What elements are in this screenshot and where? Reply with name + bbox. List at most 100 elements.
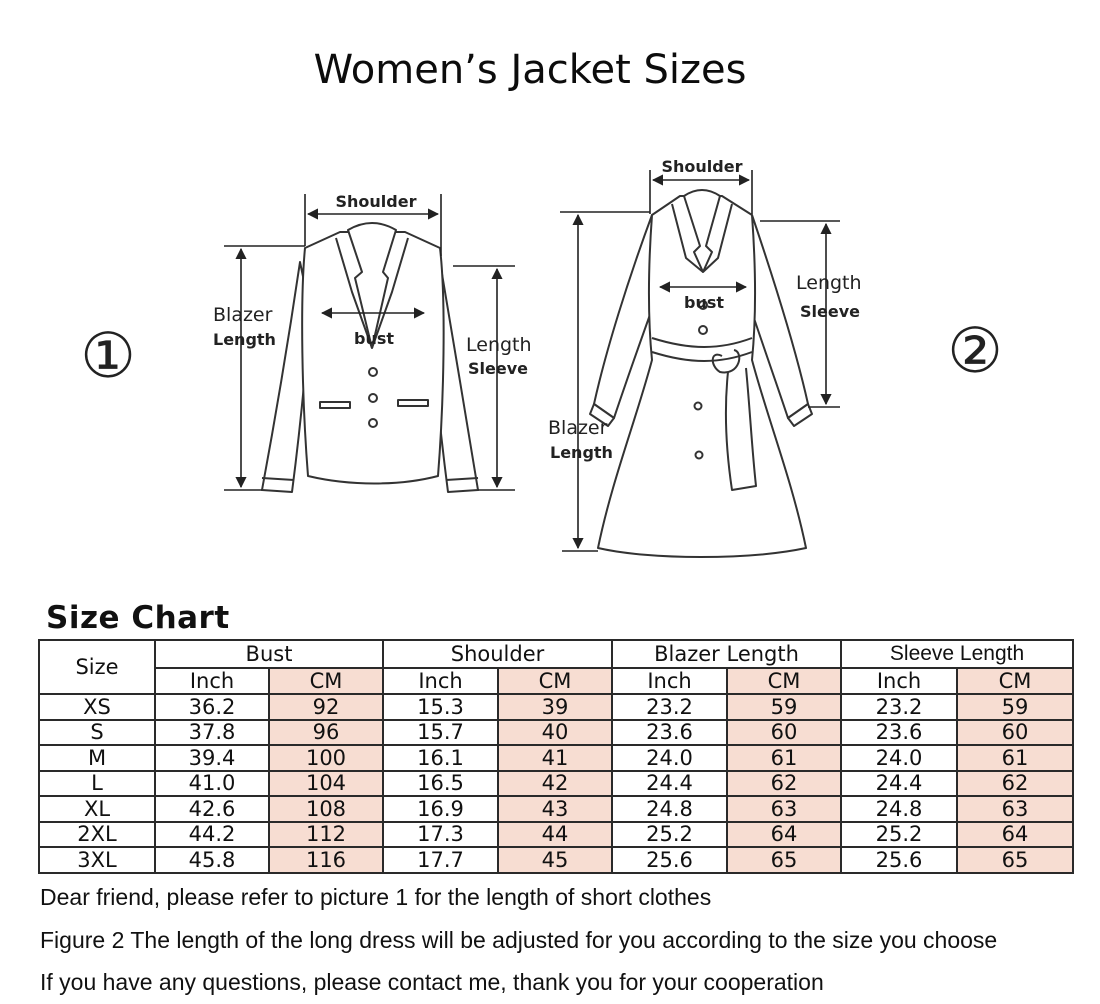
sleeve-length-cm-cell: 60 [956,718,1075,746]
shoulder-cm-cell: 40 [496,718,614,746]
figure-1-short-blazer: ① [80,192,532,493]
table-row: XL 42.6 108 16.9 43 24.8 63 24.8 63 [38,795,1075,823]
shoulder-cm-cell: 39 [496,693,614,721]
group-header-sleeve-length: Sleeve Length [840,639,1075,669]
bust-inch-cell: 39.4 [154,744,270,772]
shoulder-inch-cell: 15.3 [382,693,499,721]
bust-inch-cell: 44.2 [154,820,270,848]
bust-cm-cell: 112 [268,820,384,848]
size-cell: XS [38,693,156,721]
table-row: 3XL 45.8 116 17.7 45 25.6 65 25.6 65 [38,846,1075,874]
fig1-blazer-word: Blazer [213,304,273,326]
sub-header-inch: Inch [382,667,499,695]
measurement-figures: ① [80,157,1003,558]
shoulder-inch-cell: 15.7 [382,718,499,746]
sleeve-length-inch-cell: 23.2 [840,693,959,721]
blazer-length-cm-cell: 65 [726,846,843,874]
fig2-sleeve-word: Sleeve [800,302,860,321]
fig1-sleeve-length-word: Length [466,334,532,356]
blazer-length-cm-cell: 60 [726,718,843,746]
table-row: S 37.8 96 15.7 40 23.6 60 23.6 60 [38,718,1075,746]
shoulder-inch-cell: 16.5 [382,769,499,797]
blazer-length-cm-cell: 61 [726,744,843,772]
table-row: XS 36.2 92 15.3 39 23.2 59 23.2 59 [38,693,1075,721]
sleeve-length-cm-cell: 65 [956,846,1075,874]
blazer-length-inch-cell: 23.6 [611,718,729,746]
size-cell: 3XL [38,846,156,874]
sleeve-length-inch-cell: 24.8 [840,795,959,823]
sub-header-cm: CM [956,667,1075,695]
shoulder-cm-cell: 45 [496,846,614,874]
fig2-sleeve-length-word: Length [796,272,862,294]
sleeve-length-cm-cell: 61 [956,744,1075,772]
shoulder-inch-cell: 16.9 [382,795,499,823]
sub-header-cm: CM [268,667,384,695]
size-cell: XL [38,795,156,823]
sub-header-cm: CM [726,667,843,695]
group-header-bust: Bust [154,639,384,669]
shoulder-cm-cell: 41 [496,744,614,772]
notes-block: Dear friend, please refer to picture 1 f… [40,876,1090,1004]
shoulder-inch-cell: 17.7 [382,846,499,874]
fig2-length-word: Length [550,443,613,462]
figure-2-long-coat: ② [548,157,1003,558]
shoulder-cm-cell: 43 [496,795,614,823]
sleeve-length-cm-cell: 59 [956,693,1075,721]
size-chart-table: Size Bust Shoulder Blazer Length Sleeve … [38,639,1075,874]
size-column-header: Size [38,639,156,695]
blazer-measure-lines [224,194,515,491]
fig1-shoulder-label: Shoulder [336,192,417,211]
bust-cm-cell: 108 [268,795,384,823]
fig2-shoulder-label: Shoulder [662,157,743,176]
table-row: L 41.0 104 16.5 42 24.4 62 24.4 62 [38,769,1075,797]
bust-inch-cell: 36.2 [154,693,270,721]
size-cell: S [38,718,156,746]
bust-cm-cell: 104 [268,769,384,797]
note-line: If you have any questions, please contac… [40,969,824,995]
sub-header-inch: Inch [840,667,959,695]
size-cell: 2XL [38,820,156,848]
blazer-length-inch-cell: 23.2 [611,693,729,721]
bust-inch-cell: 45.8 [154,846,270,874]
sleeve-length-cm-cell: 64 [956,820,1075,848]
sub-header-inch: Inch [611,667,729,695]
shoulder-cm-cell: 44 [496,820,614,848]
sleeve-length-inch-cell: 24.0 [840,744,959,772]
shoulder-inch-cell: 17.3 [382,820,499,848]
bust-inch-cell: 41.0 [154,769,270,797]
sleeve-length-inch-cell: 23.6 [840,718,959,746]
bust-inch-cell: 37.8 [154,718,270,746]
table-row: M 39.4 100 16.1 41 24.0 61 24.0 61 [38,744,1075,772]
fig1-sleeve-word: Sleeve [468,359,528,378]
blazer-length-inch-cell: 24.8 [611,795,729,823]
blazer-length-inch-cell: 24.0 [611,744,729,772]
sleeve-length-inch-cell: 25.2 [840,820,959,848]
bust-cm-cell: 116 [268,846,384,874]
table-row: 2XL 44.2 112 17.3 44 25.2 64 25.2 64 [38,820,1075,848]
blazer-length-cm-cell: 59 [726,693,843,721]
blazer-illustration [261,222,479,493]
sleeve-length-cm-cell: 62 [956,769,1075,797]
sub-header-cm: CM [496,667,614,695]
fig1-length-word: Length [213,330,276,349]
bust-cm-cell: 92 [268,693,384,721]
blazer-length-cm-cell: 62 [726,769,843,797]
bust-cm-cell: 100 [268,744,384,772]
sub-header-inch: Inch [154,667,270,695]
long-coat-measure-lines [560,170,840,552]
bust-inch-cell: 42.6 [154,795,270,823]
shoulder-cm-cell: 42 [496,769,614,797]
sleeve-length-cm-cell: 63 [956,795,1075,823]
group-header-shoulder: Shoulder [381,639,614,669]
note-line: Figure 2 The length of the long dress wi… [40,926,998,953]
fig2-bust-label: bust [684,293,724,312]
group-header-blazer-length: Blazer Length [611,639,843,669]
size-chart-heading: Size Chart [46,600,230,636]
long-coat-illustration [589,189,813,558]
page-title: Women’s Jacket Sizes [313,47,747,93]
figure-2-marker: ② [947,314,1003,387]
blazer-length-cm-cell: 63 [726,795,843,823]
note-line: Dear friend, please refer to picture 1 f… [40,884,712,910]
fig1-bust-label: bust [354,329,394,348]
blazer-length-cm-cell: 64 [726,820,843,848]
